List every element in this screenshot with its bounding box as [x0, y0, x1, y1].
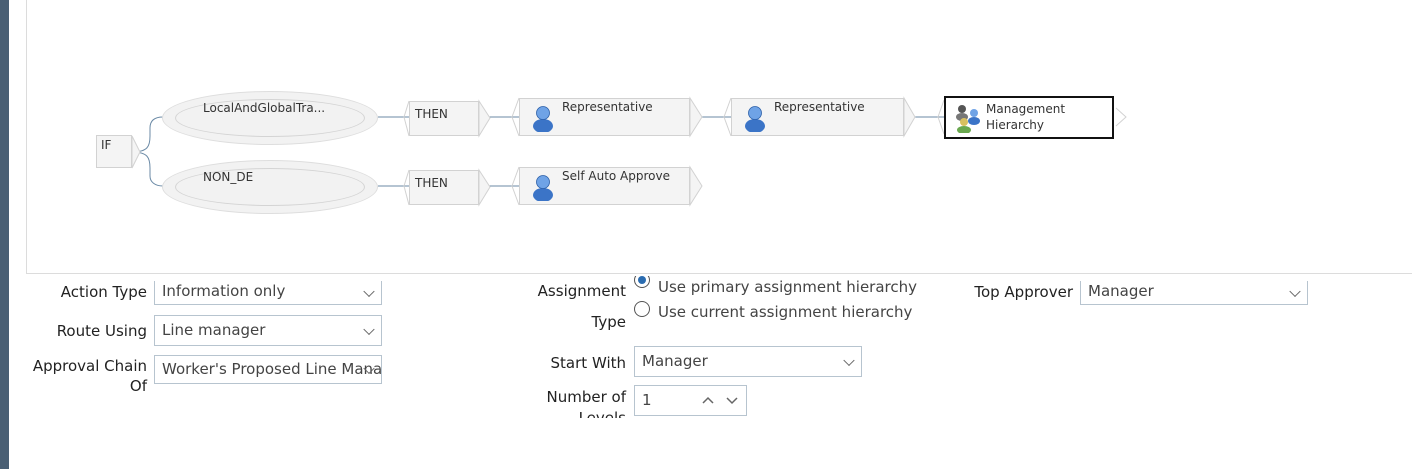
chevron-down-icon[interactable] [725, 396, 739, 406]
step-self-auto-approve[interactable]: Self Auto Approve [519, 167, 690, 205]
person-icon [745, 106, 765, 132]
then-label: THEN [415, 176, 448, 190]
then-node-2[interactable]: THEN [409, 170, 479, 205]
start-with-value: Manager [642, 352, 708, 370]
start-with-select[interactable]: Manager [634, 346, 862, 377]
step-label: Representative [562, 100, 653, 114]
chevron-down-icon [363, 323, 375, 335]
chevron-down-icon [363, 285, 375, 297]
left-edge-strip [0, 0, 9, 469]
number-of-levels-label-line1: Number of [546, 388, 626, 406]
chevron-down-icon [1289, 285, 1301, 297]
condition-node-2[interactable]: NON_DE [162, 160, 378, 214]
approval-chain-value: Worker's Proposed Line Manager [162, 360, 382, 378]
if-node[interactable]: IF [96, 135, 132, 168]
route-using-select[interactable]: Line manager [154, 315, 382, 346]
then-label: THEN [415, 107, 448, 121]
chevron-up-icon[interactable] [701, 395, 715, 405]
top-approver-select[interactable]: Manager [1080, 281, 1308, 305]
action-type-select[interactable]: Information only [154, 281, 382, 305]
flow-connectors [131, 96, 1127, 207]
condition-node-1[interactable]: LocalAndGlobalTra... [162, 91, 378, 145]
step-label: Representative [774, 100, 865, 114]
condition-label: NON_DE [203, 170, 254, 184]
route-using-label: Route Using [56, 322, 147, 340]
assignment-type-label-line2: Type [591, 313, 626, 331]
then-node-1[interactable]: THEN [409, 101, 479, 136]
chevron-down-icon [843, 354, 855, 366]
condition-label: LocalAndGlobalTra... [203, 101, 326, 115]
step-representative-1[interactable]: Representative [519, 98, 690, 136]
step-representative-2[interactable]: Representative [731, 98, 904, 136]
route-using-value: Line manager [162, 321, 266, 339]
radio-primary-assignment[interactable]: Use primary assignment hierarchy [634, 276, 934, 296]
start-with-label: Start With [550, 354, 626, 372]
number-of-levels-value: 1 [642, 391, 652, 409]
top-approver-label: Top Approver [974, 283, 1073, 301]
approval-chain-label-line2: Of [129, 377, 147, 395]
person-icon [533, 106, 553, 132]
action-type-value: Information only [162, 282, 286, 300]
step-management-hierarchy[interactable]: Management Hierarchy [944, 96, 1114, 139]
number-of-levels-stepper[interactable]: 1 [634, 385, 747, 416]
approval-chain-select[interactable]: Worker's Proposed Line Manager [154, 355, 382, 384]
step-label: Management Hierarchy [986, 102, 1066, 132]
radio-button[interactable] [634, 276, 650, 288]
if-label: IF [101, 138, 112, 152]
approval-chain-label-line1: Approval Chain [32, 357, 147, 375]
action-type-label: Action Type [60, 283, 147, 301]
radio-button[interactable] [634, 301, 650, 317]
person-icon [533, 175, 553, 201]
radio-current-assignment[interactable]: Use current assignment hierarchy [634, 301, 934, 323]
top-approver-value: Manager [1088, 282, 1154, 300]
number-of-levels-label-line2: Levels [578, 409, 626, 418]
assignment-type-label-line1: Assignment [537, 282, 626, 300]
step-label: Self Auto Approve [562, 169, 670, 183]
radio-label: Use primary assignment hierarchy [658, 278, 918, 296]
management-hierarchy-icon [956, 105, 980, 133]
radio-label: Use current assignment hierarchy [658, 303, 913, 321]
